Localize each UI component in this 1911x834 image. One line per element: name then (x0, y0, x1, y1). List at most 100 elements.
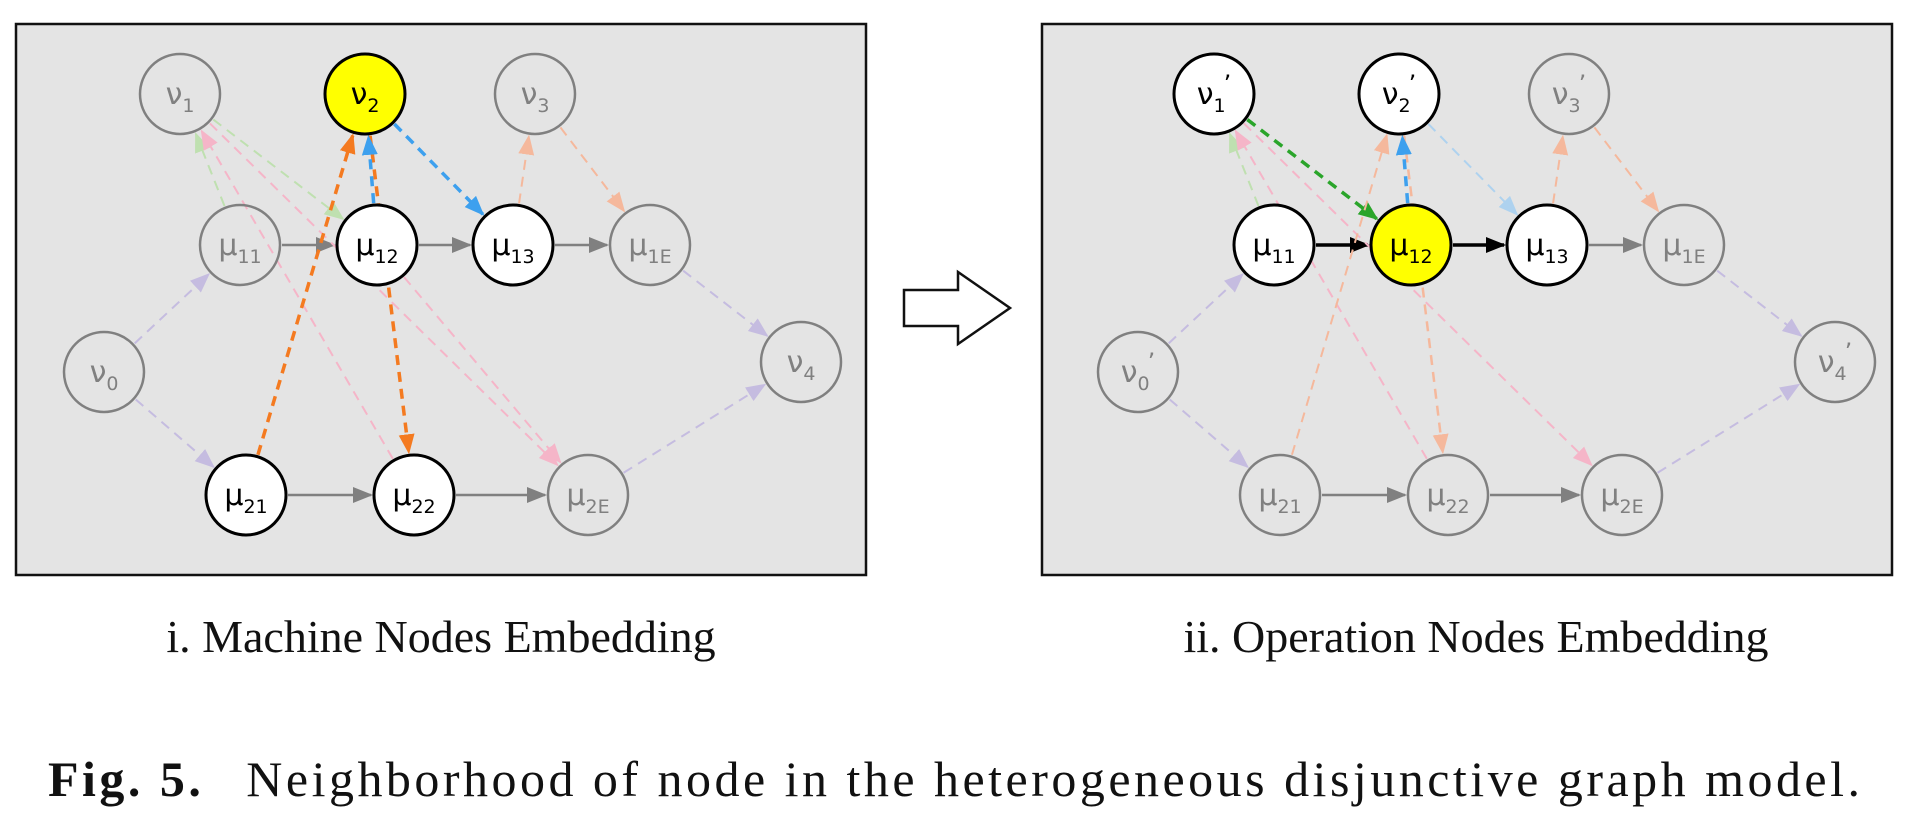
node-v0-circle (1096, 330, 1180, 414)
node-v0-label: ν0’ (1121, 348, 1156, 395)
node-v3-subscript: 3 (537, 95, 549, 117)
node-v0-circle (62, 330, 146, 414)
node-u1E-subscript: 1E (648, 246, 672, 268)
node-u11-symbol: μ (218, 228, 237, 263)
node-v1-circle (1172, 52, 1256, 136)
node-u11-circle (1232, 203, 1316, 287)
node-u13: μ13 (1505, 203, 1589, 287)
node-u11-circle (198, 203, 282, 287)
node-u2E-label: μ2E (566, 478, 609, 518)
node-u2E-symbol: μ (1600, 478, 1619, 513)
edge-v3-to-u1E (559, 126, 626, 213)
node-v3-prime: ’ (1579, 70, 1587, 98)
node-v3-symbol: ν (521, 77, 538, 112)
node-v2-label: ν2 (351, 77, 380, 117)
edge-v1-to-u12 (1246, 118, 1379, 221)
node-u12-label: μ12 (1389, 228, 1432, 268)
node-v0: ν0 (62, 330, 146, 414)
node-v2-subscript: 2 (367, 95, 379, 117)
node-u21-subscript: 21 (243, 496, 267, 518)
edge-u21-to-v2 (256, 133, 356, 456)
node-v4: ν4 (759, 320, 843, 404)
node-v0-symbol: ν (90, 355, 107, 390)
node-u2E-circle (1580, 453, 1664, 537)
node-u13-symbol: μ (491, 228, 510, 263)
node-u22-circle (1406, 453, 1490, 537)
node-u22-symbol: μ (1426, 478, 1445, 513)
edge-u22-to-v1 (200, 129, 394, 460)
node-u12-subscript: 12 (1408, 246, 1432, 268)
node-u21-label: μ21 (224, 478, 267, 518)
node-u13-label: μ13 (1525, 228, 1568, 268)
node-u12: μ12 (1369, 203, 1453, 287)
node-v4-symbol: ν (787, 345, 804, 380)
node-v4-symbol: ν (1818, 345, 1835, 380)
node-u1E-label: μ1E (628, 228, 671, 268)
node-u11-label: μ11 (218, 228, 261, 268)
node-v3-subscript: 3 (1569, 95, 1581, 117)
node-v1: ν1 (138, 52, 222, 136)
node-v1-prime: ’ (1224, 70, 1232, 98)
node-v4-prime: ’ (1845, 338, 1853, 366)
edge-u1E-to-v4 (682, 269, 769, 337)
node-u13-subscript: 13 (510, 246, 534, 268)
node-v4-label: ν4 (787, 345, 816, 385)
node-v4-circle (1793, 320, 1877, 404)
node-u22-circle (372, 453, 456, 537)
node-u2E-subscript: 2E (586, 496, 610, 518)
panel-1-caption: i. Machine Nodes Embedding (166, 611, 715, 662)
node-u1E-symbol: μ (628, 228, 647, 263)
node-v4-subscript: 4 (803, 363, 815, 385)
node-v2: ν2’ (1357, 52, 1441, 136)
node-v1-circle (138, 52, 222, 136)
node-u21-circle (1238, 453, 1322, 537)
node-u1E-label: μ1E (1662, 228, 1705, 268)
edge-u11-to-v1 (1228, 132, 1260, 207)
node-v4: ν4’ (1793, 320, 1877, 404)
panel-2-edges (1168, 118, 1803, 503)
edge-v0-to-u21 (135, 398, 216, 469)
node-u11-symbol: μ (1252, 228, 1271, 263)
node-v1-subscript: 1 (1214, 95, 1226, 117)
edge-u12-to-v2 (1395, 134, 1412, 204)
node-v0: ν0’ (1096, 330, 1180, 414)
node-v2-prime: ’ (1409, 70, 1417, 98)
node-v3-label: ν3’ (1552, 70, 1587, 117)
node-v2-symbol: ν (1382, 77, 1399, 112)
node-v1-symbol: ν (1197, 77, 1214, 112)
edge-u2E-to-v4 (623, 383, 767, 474)
node-u2E-subscript: 2E (1620, 496, 1644, 518)
edge-u11-to-v1 (194, 132, 226, 207)
node-u21: μ21 (204, 453, 288, 537)
node-u11-label: μ11 (1252, 228, 1295, 268)
node-u11-subscript: 11 (237, 246, 261, 268)
node-v3-circle (1527, 52, 1611, 136)
node-v2-label: ν2’ (1382, 70, 1417, 117)
node-u22-label: μ22 (392, 478, 435, 518)
node-u2E-label: μ2E (1600, 478, 1643, 518)
node-v1-label: ν1’ (1197, 70, 1232, 117)
node-u22-subscript: 22 (1445, 496, 1469, 518)
node-u12-circle (1369, 203, 1453, 287)
node-u12-circle (335, 203, 419, 287)
node-v0-symbol: ν (1121, 355, 1138, 390)
node-v1-label: ν1 (166, 77, 195, 117)
node-u21-circle (204, 453, 288, 537)
node-u12-subscript: 12 (374, 246, 398, 268)
edge-u13-to-v3 (1552, 134, 1569, 204)
edge-v3-to-u1E (1593, 126, 1660, 213)
panel-1-edges (134, 118, 769, 503)
node-u12: μ12 (335, 203, 419, 287)
node-u11: μ11 (198, 203, 282, 287)
node-u12-symbol: μ (1389, 228, 1408, 263)
node-v2-symbol: ν (351, 77, 368, 112)
edge-v0-to-u21 (1169, 398, 1250, 469)
node-u21-symbol: μ (1258, 478, 1277, 513)
edge-u1E-to-v4 (1716, 269, 1803, 337)
node-v1: ν1’ (1172, 52, 1256, 136)
edge-v1-to-u12 (212, 118, 345, 221)
node-v0-label: ν0 (90, 355, 119, 395)
